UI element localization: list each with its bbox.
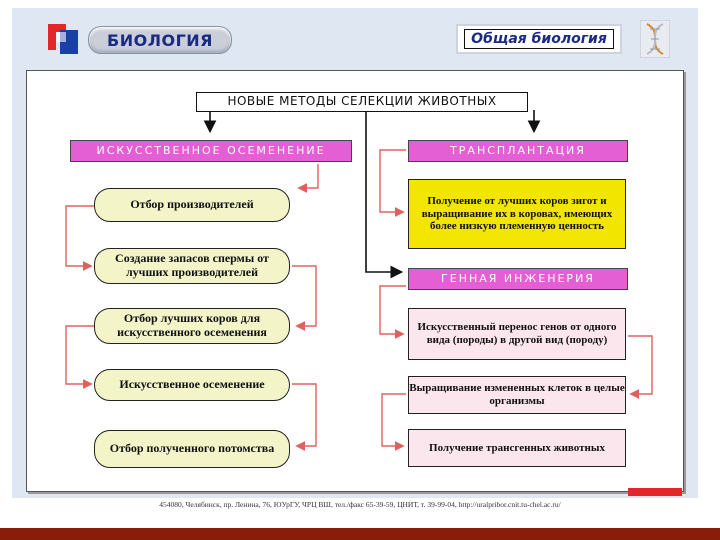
corner-tag xyxy=(628,488,682,496)
step-cow-selection: Отбор лучших коров для искусственного ос… xyxy=(94,308,290,344)
logo-icon xyxy=(48,24,78,54)
footer-address: 454080, Челябинск, пр. Ленина, 76, ЮУрГУ… xyxy=(159,500,561,509)
section-label-box: Общая биология xyxy=(456,24,622,54)
heading-transplantation: ТРАНСПЛАНТАЦИЯ xyxy=(408,140,628,162)
step-zygote-transfer: Получение от лучших коров зигот и выращи… xyxy=(408,179,626,249)
dna-icon xyxy=(640,20,670,58)
step-offspring-selection: Отбор полученного потомства xyxy=(94,430,290,468)
step-cell-growing: Выращивание измененных клеток в целые ор… xyxy=(408,376,626,414)
heading-artificial-insemination: ИСКУССТВЕННОЕ ОСЕМЕНЕНИЕ xyxy=(70,140,352,162)
step-transgenic-animals: Получение трансгенных животных xyxy=(408,429,626,467)
step-sperm-bank: Создание запасов спермы от лучших произв… xyxy=(94,248,290,284)
step-sire-selection: Отбор производителей xyxy=(94,188,290,222)
heading-genetic-engineering: ГЕННАЯ ИНЖЕНЕРИЯ xyxy=(408,268,628,290)
diagram-title: НОВЫЕ МЕТОДЫ СЕЛЕКЦИИ ЖИВОТНЫХ xyxy=(196,92,528,112)
step-insemination: Искусственное осеменение xyxy=(94,369,290,401)
subject-title: БИОЛОГИЯ xyxy=(88,26,232,54)
step-gene-transfer: Искусственный перенос генов от одного ви… xyxy=(408,308,626,360)
bottom-bar xyxy=(0,528,720,540)
section-label: Общая биология xyxy=(464,29,614,49)
